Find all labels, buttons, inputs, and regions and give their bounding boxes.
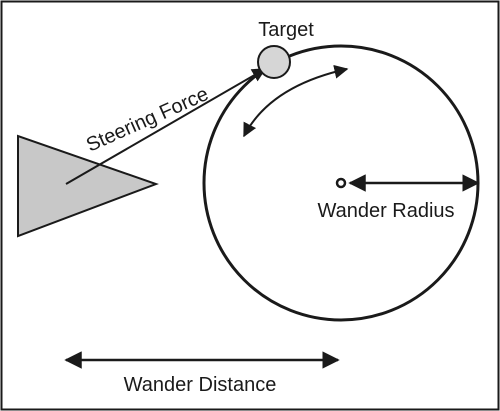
agent-triangle (17, 134, 159, 238)
wander-radius-label: Wander Radius (317, 200, 454, 222)
wander-distance-label: Wander Distance (124, 374, 277, 396)
steering-force-arrow (65, 68, 267, 185)
target-circle (257, 45, 291, 79)
circle-center-marker (335, 177, 347, 189)
target-label: Target (258, 19, 314, 41)
target-displacement-arrow (243, 64, 349, 138)
